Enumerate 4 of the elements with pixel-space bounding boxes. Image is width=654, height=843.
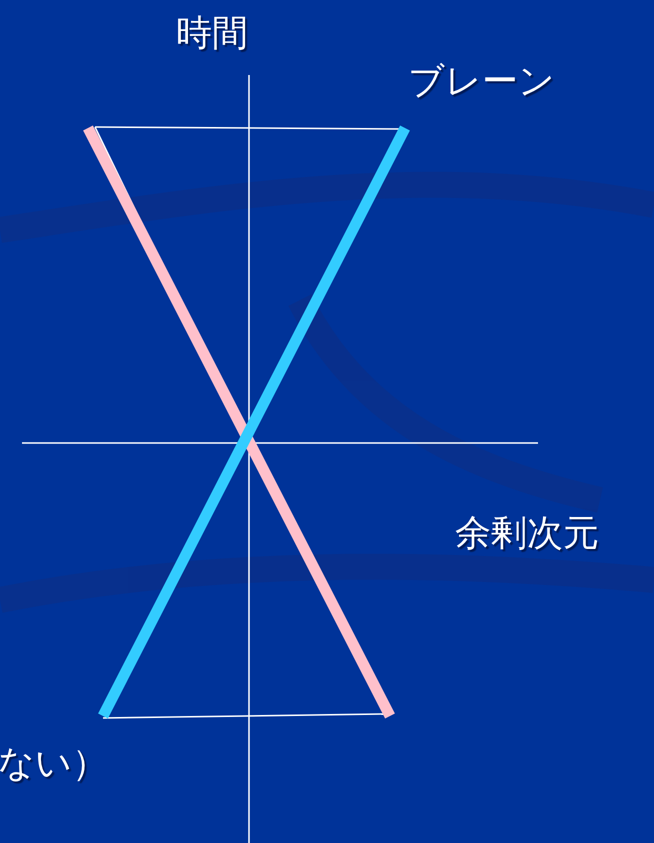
note-text: ない）: [0, 742, 108, 786]
brane-label: ブレーン: [408, 60, 555, 104]
axis-label: 余剰次元: [455, 512, 599, 556]
axis-label: 時間: [176, 12, 248, 56]
